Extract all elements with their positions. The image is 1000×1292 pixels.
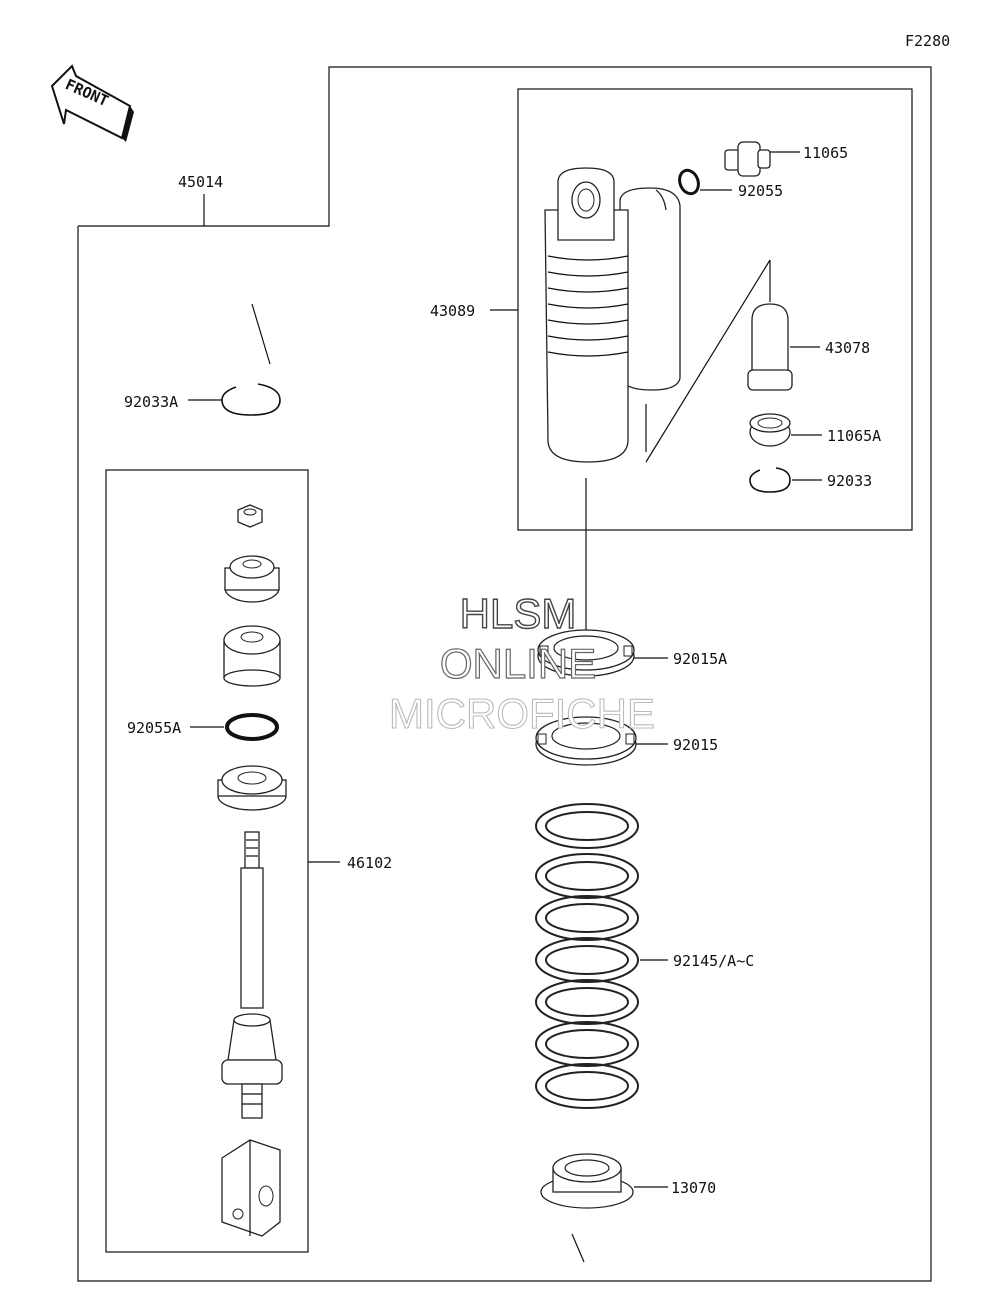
- watermark-line-1: HLSM: [460, 590, 577, 637]
- o-ring-92055A: [225, 713, 279, 741]
- bladder-43078: [747, 303, 793, 391]
- cap-11065A: [749, 413, 791, 447]
- diagram-code: F2280: [905, 32, 950, 50]
- assembly-outline-45014: [77, 66, 932, 1282]
- label-92015: 92015: [673, 736, 718, 754]
- piston-rod-assembly-46102: [217, 504, 287, 1237]
- o-ring-92055: [678, 168, 700, 196]
- label-92055A: 92055A: [127, 719, 181, 737]
- label-11065: 11065: [803, 144, 848, 162]
- label-43078: 43078: [825, 339, 870, 357]
- watermark: HLSM ONLINE MICROFICHE: [388, 589, 655, 737]
- front-arrow-icon: FRONT: [50, 64, 134, 142]
- spring-nut-92015: [535, 716, 637, 766]
- label-46102: 46102: [347, 854, 392, 872]
- circlip-92033: [749, 467, 791, 493]
- spring-nut-92015A: [537, 629, 635, 677]
- circlip-92033A: [221, 383, 281, 416]
- valve-11065: [724, 141, 771, 177]
- watermark-line-2: ONLINE: [440, 640, 596, 687]
- label-43089: 43089: [430, 302, 475, 320]
- label-92015A: 92015A: [673, 650, 727, 668]
- spring-seat-13070: [540, 1153, 634, 1209]
- label-92033: 92033: [827, 472, 872, 490]
- label-45014: 45014: [178, 173, 223, 191]
- coil-spring-92145: [535, 803, 639, 1109]
- watermark-line-3: MICROFICHE: [389, 690, 655, 737]
- label-92033A: 92033A: [124, 393, 178, 411]
- label-92145: 92145/A~C: [673, 952, 754, 970]
- shock-body-43089: [544, 167, 681, 463]
- label-92055: 92055: [738, 182, 783, 200]
- label-11065A: 11065A: [827, 427, 881, 445]
- label-13070: 13070: [671, 1179, 716, 1197]
- piston-rod-box-46102: [105, 469, 309, 1253]
